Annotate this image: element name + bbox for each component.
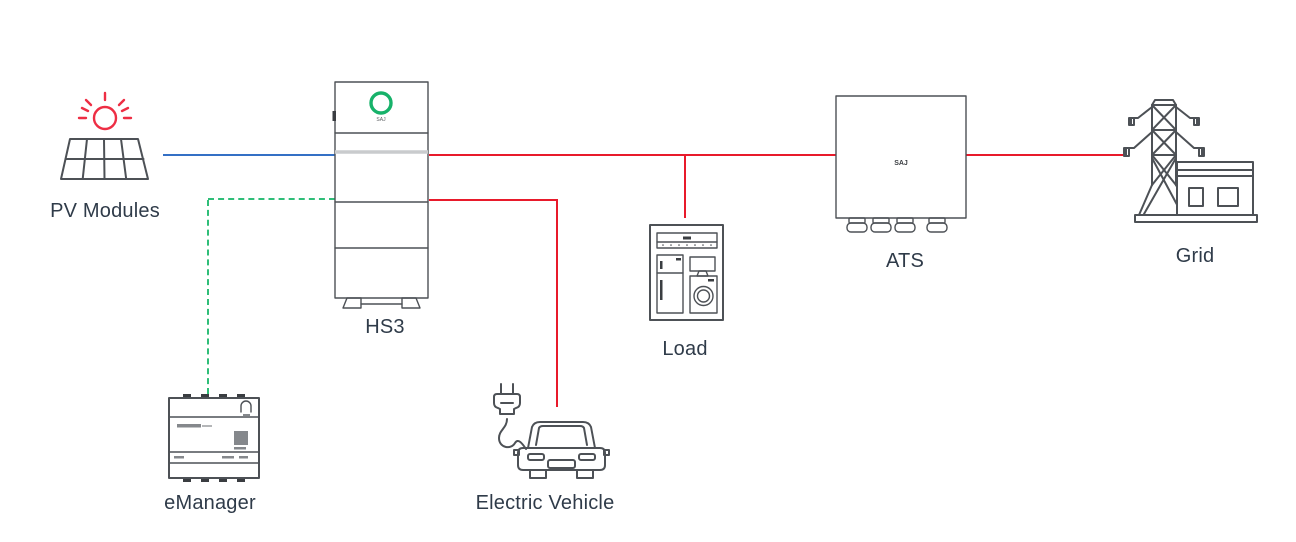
ats-box-icon: SAJ [835,95,967,233]
tv-icon [689,256,716,272]
home-appliances-icon [649,224,724,321]
ev-plug-car-icon [493,383,610,479]
electric-vehicle-label: Electric Vehicle [475,492,615,514]
refrigerator-icon [656,254,684,314]
emanager-device-icon [168,394,260,482]
air-conditioner-icon [656,232,718,249]
hs3-brand-text: SAJ [376,117,386,123]
hs3-storage-inverter-icon: SAJ [332,81,429,309]
emanager-label: eManager [164,492,256,514]
load-label: Load [662,338,708,360]
ats-label: ATS [885,250,924,272]
emanager-brand-mark [177,424,201,428]
bus-to-load-line [684,156,686,218]
hs3-to-emanager-line-horizontal [208,198,335,200]
hs3-to-ev-line-horizontal [429,199,557,201]
transmission-tower-building-icon [1123,99,1258,223]
hs3-to-ev-line-vertical [556,199,558,407]
cable-glands [846,217,948,233]
hs3-to-ats-line [429,154,836,156]
grid-label: Grid [1175,245,1215,267]
hs3-logo-ring [369,91,393,115]
pv-to-hs3-line [163,154,335,156]
ats-brand-text: SAJ [894,160,908,167]
solar-panel-sun-icon [60,91,149,180]
qr-code-mark [234,431,248,445]
antenna-icon [240,400,252,413]
ats-to-grid-line [966,154,1126,156]
hs3-to-emanager-line-vertical [207,200,209,394]
washing-machine-icon [689,275,718,314]
hs3-label: HS3 [365,316,405,338]
pv-modules-label: PV Modules [50,200,160,222]
